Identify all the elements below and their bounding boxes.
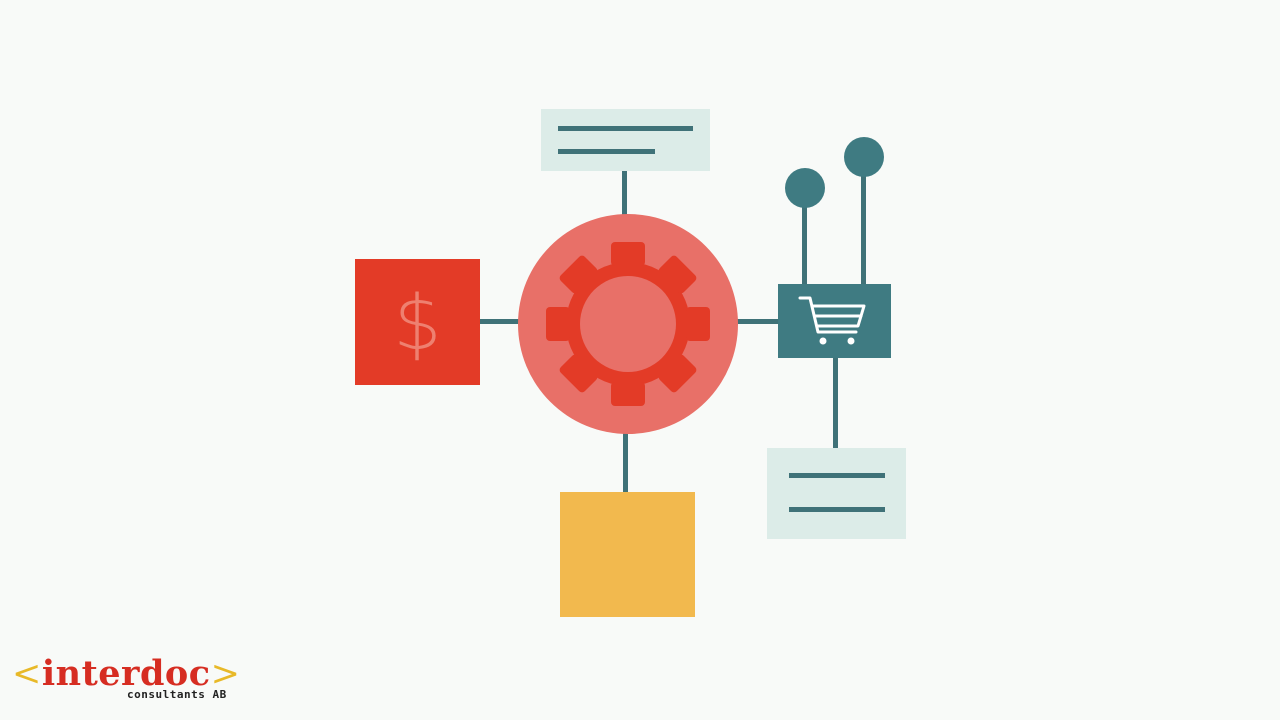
document-box-right <box>767 448 906 539</box>
logo-bracket-close: > <box>210 654 241 694</box>
connector-top <box>622 170 627 216</box>
connector-cart-doc <box>833 356 838 448</box>
logo-bracket-open: < <box>12 654 42 694</box>
logo-word: interdoc <box>41 653 211 694</box>
shopping-cart-icon <box>798 296 866 345</box>
pin-ball-right <box>844 137 884 177</box>
dollar-icon: $ <box>393 278 442 367</box>
company-logo: <interdoc> consultants AB <box>12 654 272 710</box>
document-box-top <box>541 109 710 171</box>
gear-hub <box>518 214 738 434</box>
money-box: $ <box>355 259 480 385</box>
logo-wordmark: <interdoc> <box>12 653 241 695</box>
pin-stem-left <box>802 204 807 286</box>
gear-icon <box>518 214 738 434</box>
logo-subtitle: consultants AB <box>127 688 227 701</box>
connector-bottom <box>623 432 628 494</box>
pin-stem-right <box>861 172 866 286</box>
connector-left <box>480 319 520 324</box>
yellow-box <box>560 492 695 617</box>
connector-right <box>736 319 780 324</box>
cart-box <box>778 284 891 358</box>
pin-ball-left <box>785 168 825 208</box>
